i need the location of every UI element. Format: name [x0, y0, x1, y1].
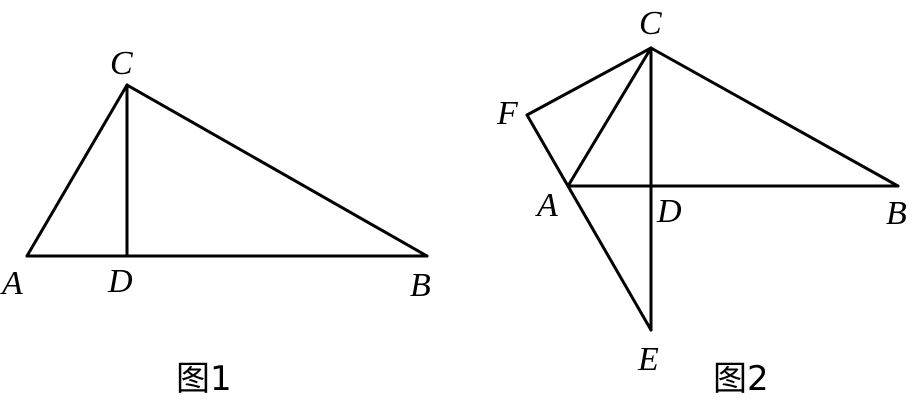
- fig1-label-B: B: [410, 267, 431, 304]
- fig2-label-B: B: [886, 195, 907, 232]
- fig1-segment-AC: [25, 83, 129, 258]
- fig2-label-A: A: [535, 187, 558, 224]
- fig1-label-A: A: [0, 265, 23, 302]
- figure-1: C A D B 图1: [0, 45, 431, 399]
- fig1-segment-CB: [125, 83, 429, 258]
- fig2-label-C: C: [639, 5, 662, 42]
- fig1-label-C: C: [110, 45, 133, 82]
- fig2-segment-CA: [566, 46, 653, 188]
- fig2-label-E: E: [637, 341, 659, 378]
- fig2-label-D: D: [656, 193, 682, 230]
- figure-2: C F A D B E 图2: [496, 5, 907, 399]
- fig2-segment-FE: [525, 113, 653, 332]
- fig2-segment-CF: [525, 46, 653, 117]
- fig1-caption: 图1: [176, 359, 232, 399]
- fig2-segment-CB: [649, 46, 900, 188]
- fig1-label-D: D: [107, 263, 133, 300]
- fig2-label-F: F: [496, 95, 519, 132]
- fig2-caption: 图2: [713, 359, 769, 399]
